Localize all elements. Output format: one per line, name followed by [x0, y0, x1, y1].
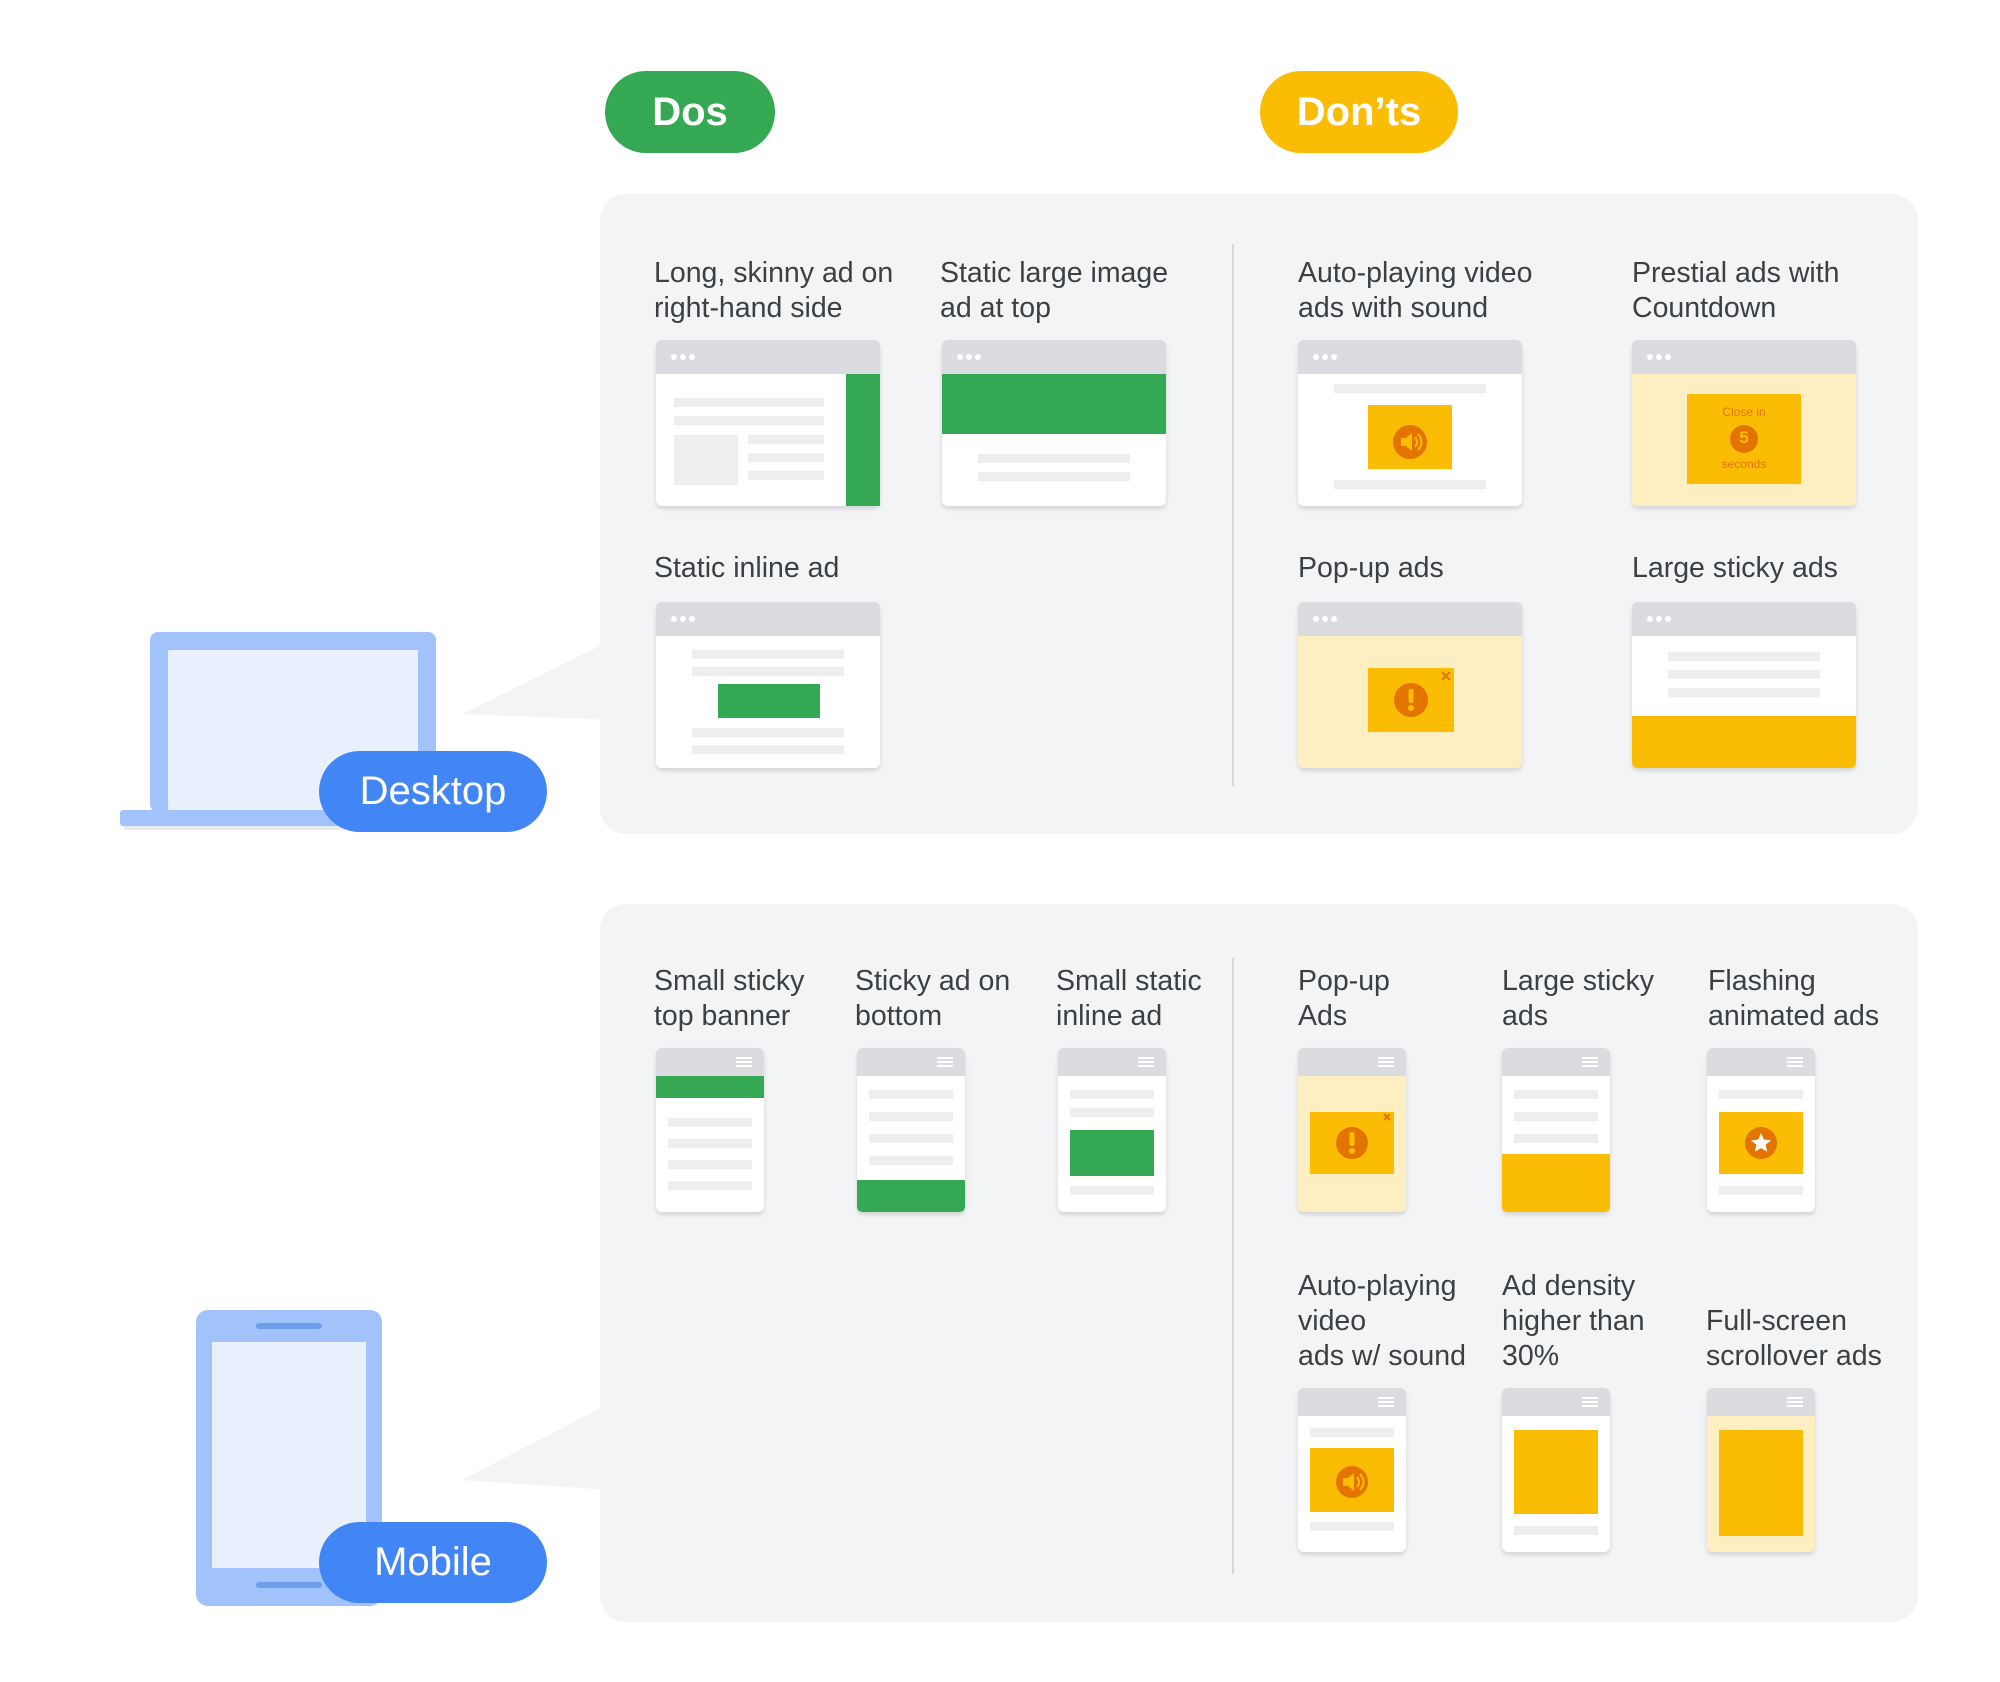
desktop-inline-ad-thumbnail: [656, 602, 880, 768]
alert-icon: [1394, 683, 1428, 717]
mobile-scrollover-thumbnail: [1707, 1388, 1815, 1552]
speaker-icon: [1336, 1466, 1368, 1498]
mobile-do-label-2: Sticky ad on bottom: [855, 965, 1011, 1032]
desktop-large-sticky-ad-thumbnail: [1632, 602, 1856, 768]
countdown-seconds-text: seconds: [1721, 457, 1767, 471]
desktop-do-label-1: Long, skinny ad on right-hand side: [654, 257, 894, 324]
mobile-dont-label-1: Pop-up Ads: [1298, 965, 1390, 1032]
speaker-icon: [1393, 425, 1427, 459]
mobile-panel: [600, 904, 1918, 1622]
close-icon: [1441, 671, 1451, 681]
donts-header: Don’ts: [1260, 71, 1458, 153]
desktop-dont-label-3: Pop-up ads: [1298, 552, 1444, 584]
desktop-divider: [1232, 244, 1234, 786]
desktop-do-label-3: Static inline ad: [654, 552, 840, 584]
mobile-bottom-sticky-thumbnail: [857, 1048, 965, 1212]
mobile-dont-label-2: Large sticky ads: [1502, 965, 1655, 1032]
desktop-skinny-right-ad-thumbnail: [656, 340, 880, 506]
mobile-dont-label-5: Ad density higher than 30%: [1502, 1270, 1645, 1372]
mobile-large-sticky-thumbnail: [1502, 1048, 1610, 1212]
mobile-do-label-3: Small static inline ad: [1056, 965, 1202, 1032]
desktop-top-image-ad-thumbnail: [942, 340, 1166, 506]
desktop-label: Desktop: [319, 751, 547, 832]
mobile-top-banner-thumbnail: [656, 1048, 764, 1212]
dos-header: Dos: [605, 71, 775, 153]
desktop-callout-pointer: [462, 640, 612, 720]
desktop-autoplay-video-thumbnail: [1298, 340, 1522, 506]
desktop-prestial-countdown-thumbnail: [1632, 340, 1856, 506]
desktop-dont-label-1: Auto-playing video ads with sound: [1298, 257, 1533, 324]
alert-icon: [1336, 1127, 1368, 1159]
desktop-do-label-2: Static large image ad at top: [940, 257, 1169, 324]
desktop-dont-label-2: Prestial ads with Countdown: [1632, 257, 1840, 324]
mobile-ad-density-thumbnail: [1502, 1388, 1610, 1552]
countdown-number: 5: [1739, 428, 1749, 447]
countdown-close-text: Close in: [1722, 405, 1766, 419]
mobile-label: Mobile: [319, 1522, 547, 1603]
mobile-dont-label-3: Flashing animated ads: [1708, 965, 1880, 1032]
mobile-divider: [1232, 958, 1234, 1574]
mobile-do-label-1: Small sticky top banner: [654, 965, 805, 1032]
mobile-callout-pointer: [462, 1402, 612, 1490]
star-icon: [1745, 1127, 1777, 1159]
mobile-inline-ad-thumbnail: [1058, 1048, 1166, 1212]
desktop-dont-label-4: Large sticky ads: [1632, 552, 1838, 584]
mobile-dont-label-6: Full-screen scrollover ads: [1706, 1305, 1882, 1372]
mobile-dont-label-4: Auto-playing video ads w/ sound: [1298, 1270, 1466, 1372]
